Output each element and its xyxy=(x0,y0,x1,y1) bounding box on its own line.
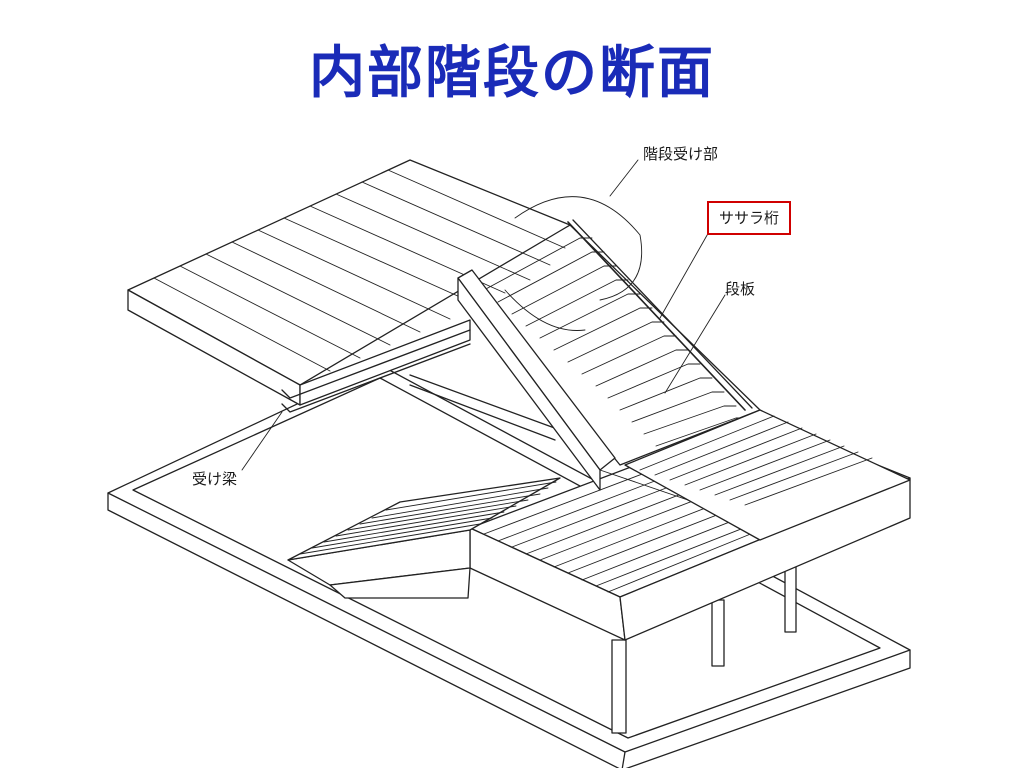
leader-lines xyxy=(241,159,726,471)
label-tread: 段板 xyxy=(725,280,756,298)
slide-title: 内部階段の断面 xyxy=(309,41,715,106)
label-stringer: ササラ桁 xyxy=(707,201,792,235)
upper-mezzanine-slab xyxy=(127,159,571,413)
support-posts xyxy=(611,565,797,734)
upper-right-landing xyxy=(624,409,911,541)
diagonal-stringer xyxy=(457,269,616,491)
stair-support-arc xyxy=(514,196,643,301)
label-support-beam: 受け梁 xyxy=(192,470,238,488)
lower-stair-flight xyxy=(287,477,561,599)
label-stair-support: 階段受け部 xyxy=(643,145,719,163)
